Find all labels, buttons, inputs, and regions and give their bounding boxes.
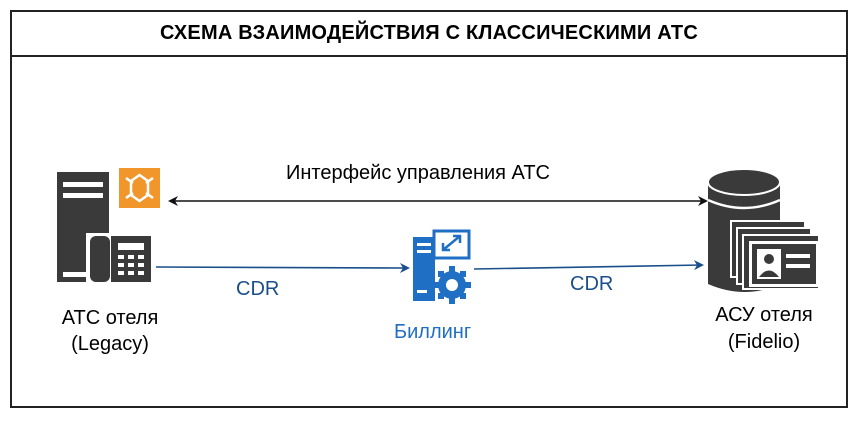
interface-label: Интерфейс управления АТС [286,162,550,184]
pbx-label-line1: АТС отеля [61,307,159,329]
diagram-title: СХЕМА ВЗАИМОДЕЙСТВИЯ С КЛАССИЧЕСКИМИ АТС [12,12,846,57]
phone-icon [86,233,152,283]
pms-label-line1: АСУ отеля [715,304,813,326]
pbx-label: АТС отеля (Legacy) [40,305,180,357]
cdr-arrow-pbx-billing [155,262,410,273]
billing-server-icon [413,229,471,304]
pbx-label-line2: (Legacy) [71,333,149,355]
pms-label: АСУ отеля (Fidelio) [694,302,834,356]
pms-label-line2: (Fidelio) [727,331,801,353]
diagram-frame: СХЕМА ВЗАИМОДЕЙСТВИЯ С КЛАССИЧЕСКИМИ АТС [10,10,848,408]
pbx-management-icon [119,168,160,208]
billing-label: Биллинг [394,321,472,343]
cdr-label-right: CDR [570,273,614,295]
cdr-label-left: CDR [236,278,280,300]
cdr-arrow-billing-pms [473,260,704,271]
guest-card-icon [730,220,820,290]
